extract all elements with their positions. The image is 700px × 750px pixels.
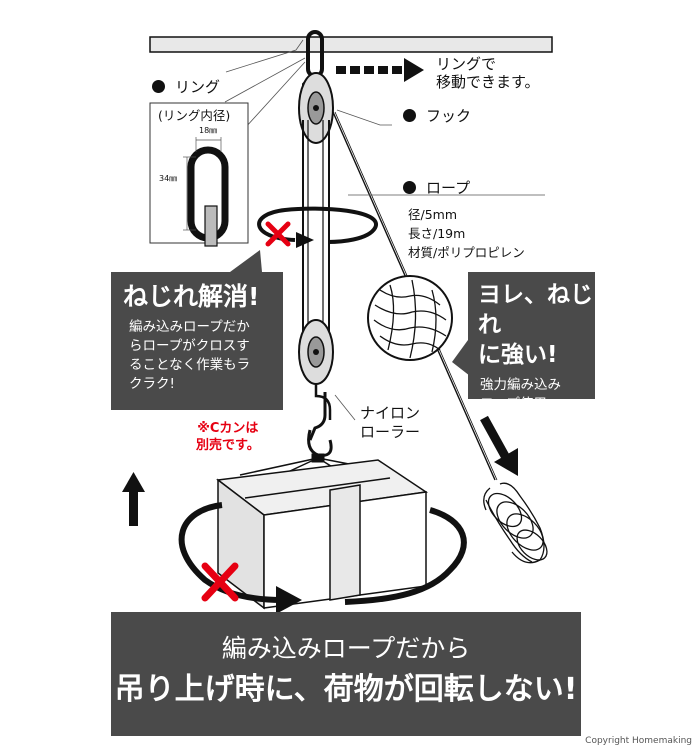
- ring-detail-box: [149, 102, 249, 247]
- ceiling-beam: [149, 36, 553, 53]
- strong-panel: ヨレ、ねじれ に強い! 強力編み込み ロープ使用。: [468, 272, 595, 412]
- hook-label: フック: [403, 106, 471, 126]
- lower-rotation-arrow: [178, 502, 467, 614]
- down-arrow: [480, 415, 518, 476]
- twist-panel-title: ねじれ解消!: [123, 282, 260, 311]
- banner-line-2: 吊り上げ時に、荷物が回転しない!: [114, 672, 578, 707]
- twist-panel-pointer: [230, 250, 262, 272]
- banner-line-1: 編み込みロープだから: [221, 634, 471, 663]
- bullet-icon: [403, 109, 416, 122]
- cargo-box: [216, 459, 429, 610]
- move-arrow: [336, 58, 424, 82]
- twist-panel: ねじれ解消! 編み込みロープだか らロープがクロスす ることなく作業もラ クラク…: [111, 272, 283, 410]
- strong-panel-title: ヨレ、ねじれ に強い!: [478, 282, 593, 368]
- bullet-icon: [152, 80, 165, 93]
- up-arrow: [122, 472, 145, 526]
- upper-red-x: [265, 221, 291, 247]
- rope-diameter: 径/5mm: [408, 207, 458, 222]
- twist-panel-body: 編み込みロープだか らロープがクロスす ることなく作業もラ クラク!: [129, 319, 251, 392]
- upper-twist-arrow: [257, 206, 378, 248]
- rope-label: ロープ: [403, 178, 470, 198]
- ring-leader: [225, 39, 304, 73]
- hook-leader: [336, 109, 392, 126]
- ring-label: リング: [152, 77, 220, 97]
- rope-length: 長さ/19m: [408, 226, 466, 241]
- c-kan-note: ※Cカンは 別売です。: [196, 421, 260, 453]
- rope-coil: [483, 482, 548, 564]
- nylon-roller-label: ナイロン ローラー: [360, 404, 421, 441]
- ring-move-label: リングで 移動できます。: [436, 55, 540, 91]
- roller-leader: [334, 394, 356, 421]
- ring-height-dim: 34㎜: [159, 174, 178, 183]
- copyright: Copyright Homemaking: [585, 736, 692, 746]
- pulley-ropes: [302, 120, 330, 340]
- ring-width-dim: 18㎜: [199, 126, 218, 135]
- top-pulley: [298, 72, 334, 144]
- ring-inner-label: (リング内径): [158, 108, 231, 123]
- strong-panel-body: 強力編み込み ロープ使用。: [480, 377, 561, 412]
- lower-red-x: [201, 562, 239, 602]
- rope-material: 材質/ポリプロピレン: [408, 245, 525, 260]
- bullet-icon: [403, 181, 416, 194]
- bottom-banner: 編み込みロープだから 吊り上げ時に、荷物が回転しない!: [111, 612, 581, 736]
- bottom-pulley: [298, 319, 334, 420]
- rope-zoom-circle: [367, 275, 453, 361]
- strong-panel-pointer: [452, 340, 470, 376]
